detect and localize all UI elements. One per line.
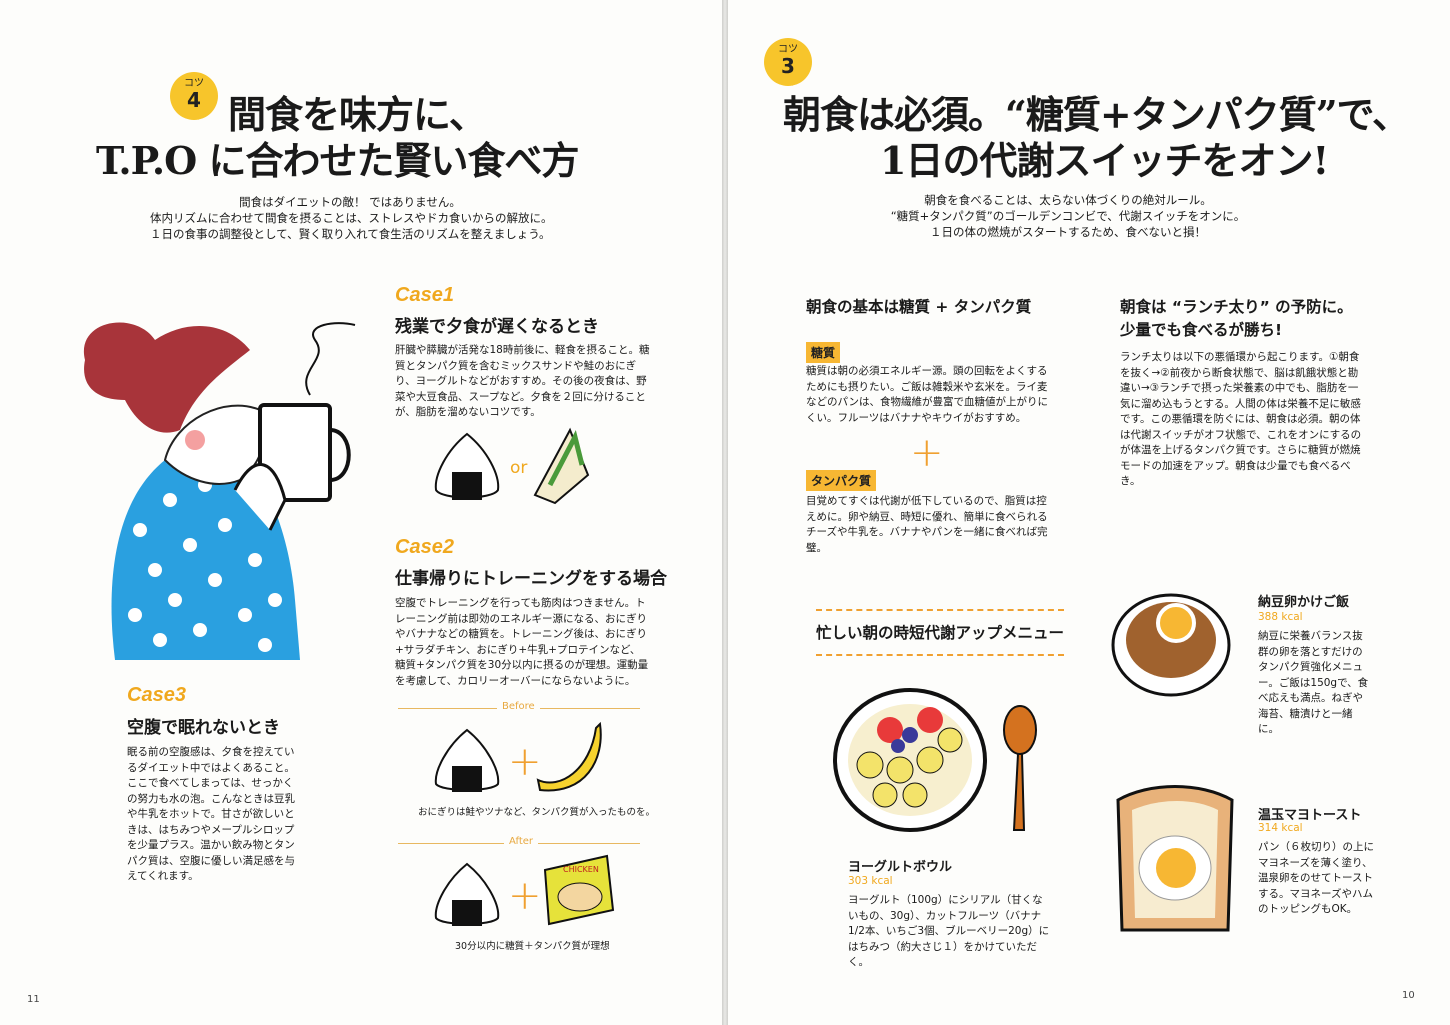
toast-body: パン（６枚切り）の上にマヨネーズを薄く塗り、温泉卵をのせてトーストする。マヨネー… (1258, 841, 1375, 915)
page-title-line1: 間食を味方に、 (228, 92, 487, 137)
case3-label: Case3 (127, 684, 186, 706)
hand-shape (233, 463, 287, 531)
case1-body: 肝臓や膵臓が活発な18時前後に、軽食を摂ること。糖質とタンパク質を含むミックスサ… (395, 344, 650, 418)
egg-toast-illustration (1116, 785, 1234, 932)
intro-text: 朝食を食べることは、太らない体づくりの絶対ルール。 “糖質+タンパク質”のゴール… (868, 192, 1268, 240)
after-caption: 30分以内に糖質＋タンパク質が理想 (455, 941, 610, 952)
yogurt-body: ヨーグルト（100g）にシリアル（甘くないもの、30g）、カットフルーツ（バナナ… (848, 894, 1050, 968)
case3-heading: 空腹で眠れないとき (127, 718, 280, 738)
onigiri-icon (434, 862, 500, 926)
before-label: Before (497, 701, 540, 712)
cheek-blush (185, 430, 205, 450)
natto-kcal: 388 kcal (1258, 611, 1303, 623)
basics-heading: 朝食の基本は糖質 + タンパク質 (806, 298, 1032, 316)
onigiri-icon (434, 728, 500, 792)
intro-line: 体内リズムに合わせて間食を摂ることは、ストレスやドカ食いからの解放に。 (150, 211, 553, 225)
tip-badge: コツ 3 (764, 38, 812, 86)
plus-icon: + (508, 739, 542, 785)
woman-drinking-illustration (83, 322, 356, 660)
lunch-heading-line2: 少量でも食べるが勝ち! (1120, 321, 1283, 339)
case1-heading: 残業で夕食が遅くなるとき (395, 317, 599, 337)
intro-line: 朝食を食べることは、太らない体づくりの絶対ルール。 (924, 193, 1212, 207)
intro-line: “糖質+タンパク質”のゴールデンコンビで、代謝スイッチをオンに。 (890, 209, 1246, 223)
pack-label: CHICKEN (563, 865, 599, 874)
left-page: コツ 4 間食を味方に、 T.P.O に合わせた賢い食べ方 間食はダイエットの敵… (0, 0, 722, 1025)
menu-dash-bottom (816, 654, 1064, 656)
lunch-heading-line1: 朝食は “ランチ太り” の予防に。 (1120, 298, 1353, 316)
lunch-body: ランチ太りは以下の悪循環から起こります。①朝食を抜く→②前夜から断食状態で、脳は… (1120, 351, 1362, 487)
or-text: or (510, 458, 528, 478)
before-caption: おにぎりは鮭やツナなど、タンパク質が入ったものを。 (418, 807, 656, 818)
plus-icon: + (508, 873, 542, 919)
case2-heading: 仕事帰りにトレーニングをする場合 (395, 569, 667, 589)
right-page: コツ 3 朝食は必須。“糖質+タンパク質”で、 1日の代謝スイッチをオン! 朝食… (728, 0, 1450, 1025)
natto-body: 納豆に栄養バランス抜群の卵を落とすだけのタンパク質強化メニュー。ご飯は150gで… (1258, 630, 1369, 735)
intro-line: １日の食事の調整役として、賢く取り入れて食生活のリズムを整えましょう。 (150, 227, 551, 241)
intro-text: 間食はダイエットの敵！ ではありません。 体内リズムに合わせて間食を摂ることは、… (150, 194, 553, 242)
page-title-line2: 1日の代謝スイッチをオン! (880, 138, 1329, 183)
case2-label: Case2 (395, 536, 454, 558)
protein-tag: タンパク質 (806, 470, 877, 491)
menu-heading: 忙しい朝の時短代謝アップメニュー (816, 624, 1065, 642)
mug-handle (329, 428, 351, 482)
after-label: After (504, 836, 539, 847)
natto-rice-illustration (1111, 593, 1231, 697)
menu-dash-top (816, 609, 1064, 611)
steam-line (305, 322, 356, 396)
page-title-line2: T.P.O に合わせた賢い食べ方 (96, 138, 579, 183)
plus-icon: + (910, 430, 944, 476)
badge-label: コツ (184, 78, 204, 89)
tip-badge: コツ 4 (170, 72, 218, 120)
yogurt-bowl-illustration (833, 688, 1037, 832)
toast-kcal: 314 kcal (1258, 822, 1303, 834)
case3-body: 眠る前の空腹感は、夕食を控えているダイエット中ではよくあること。ここで食べてしま… (127, 746, 295, 882)
page-number: 10 (1402, 990, 1415, 1001)
yogurt-kcal: 303 kcal (848, 875, 893, 887)
badge-number: 4 (187, 88, 201, 112)
banana-icon (536, 721, 602, 792)
carb-tag: 糖質 (806, 342, 841, 363)
intro-line: 間食はダイエットの敵！ ではありません。 (239, 195, 461, 209)
carb-body: 糖質は朝の必須エネルギー源。頭の回転をよくするためにも摂りたい。ご飯は雑穀米や玄… (806, 365, 1049, 424)
salad-chicken-pack-icon: CHICKEN (543, 854, 615, 926)
polka-dots (128, 478, 282, 652)
badge-label: コツ (778, 44, 798, 55)
intro-line: １日の体の燃焼がスタートするため、食べないと損！ (930, 225, 1206, 239)
page-number: 11 (27, 994, 40, 1005)
yogurt-name: ヨーグルトボウル (848, 860, 953, 875)
case1-label: Case1 (395, 284, 454, 306)
badge-number: 3 (781, 54, 795, 78)
book-gutter (722, 0, 728, 1025)
onigiri-icon (434, 432, 500, 500)
natto-name: 納豆卵かけご飯 (1258, 595, 1350, 610)
toast-name: 温玉マヨトースト (1258, 808, 1362, 823)
sandwich-icon (533, 427, 590, 505)
hair-shape (83, 322, 250, 433)
page-title-line1: 朝食は必須。“糖質+タンパク質”で、 (783, 92, 1410, 137)
case2-body: 空腹でトレーニングを行っても筋肉はつきません。トレーニング前は即効のエネルギー源… (395, 597, 649, 687)
protein-body: 目覚めてすぐは代謝が低下しているので、脂質は控えめに。卵や納豆、時短に優れ、簡単… (806, 495, 1048, 554)
